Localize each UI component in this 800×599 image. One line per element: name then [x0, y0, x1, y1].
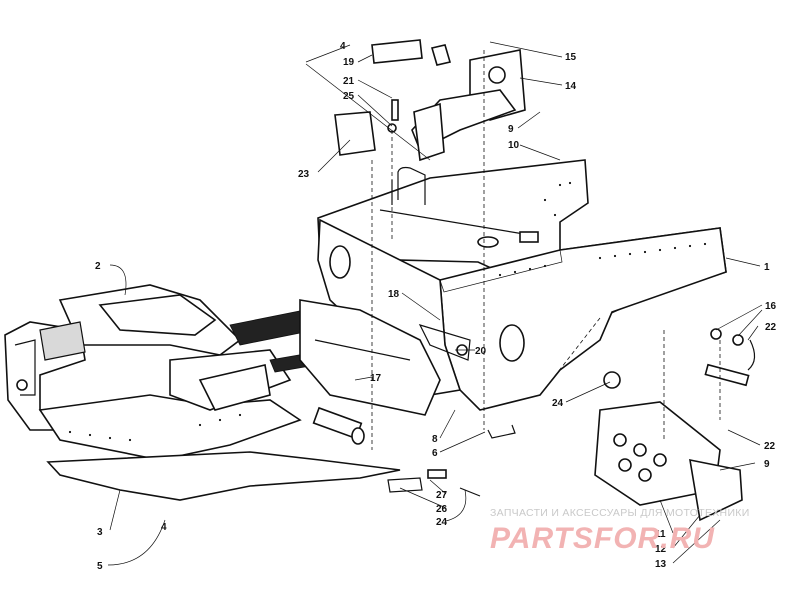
callout-20: 22 [764, 441, 776, 452]
rivet-holes [498, 181, 707, 277]
watermark-brand: PARTSFOR.RU [490, 522, 715, 555]
callout-13: 14 [565, 81, 577, 92]
callout-19: 21 [343, 76, 355, 87]
callout-3: 3 [97, 527, 103, 538]
callout-14-top: 15 [565, 52, 577, 63]
callout-8: 10 [508, 140, 520, 151]
footrest-bracket [594, 401, 743, 522]
handle-rod [704, 328, 756, 387]
callout-22-label: 22 [765, 322, 777, 333]
watermark: ЗАПЧАСТИ И АКСЕССУАРЫ ДЛЯ МОТОТЕХНИКИ PA… [490, 507, 750, 555]
callout-4-bottom: 4 [161, 522, 167, 533]
plug [603, 371, 621, 389]
callout-16: 18 [388, 289, 400, 300]
callout-5: 5 [97, 561, 103, 572]
callout-24-label: 24 [436, 517, 448, 528]
callout-10: 11 [655, 529, 666, 540]
callout-18: 20 [475, 346, 487, 357]
callout-2: 2 [95, 261, 101, 272]
callout-27: 27 [436, 490, 448, 501]
callout-11: 12 [655, 544, 667, 555]
callout-4-top: 4 [340, 41, 346, 52]
projection-lines [371, 50, 721, 450]
callout-9-left: 8 [432, 434, 438, 445]
front-bulkhead [4, 284, 441, 461]
callout-26: 26 [436, 504, 448, 515]
callout-17: 19 [343, 57, 355, 68]
callout-15: 17 [370, 373, 382, 384]
watermark-caption: ЗАПЧАСТИ И АКСЕССУАРЫ ДЛЯ МОТОТЕХНИКИ [490, 507, 750, 519]
leader-lines [107, 41, 763, 566]
callout-6: 6 [432, 448, 438, 459]
callout-23: 24 [552, 398, 564, 409]
callout-25: 25 [343, 91, 355, 102]
callout-numbers: 4 19 21 25 23 15 14 9 10 2 1 18 20 17 8 … [95, 41, 777, 572]
callout-14-right: 16 [765, 301, 777, 312]
callout-1: 1 [764, 262, 770, 273]
belly-pan [46, 451, 401, 501]
callout-9-right: 9 [764, 459, 770, 470]
callout-12: 13 [655, 559, 667, 570]
callout-21: 23 [298, 169, 310, 180]
callout-7: 9 [508, 124, 514, 135]
